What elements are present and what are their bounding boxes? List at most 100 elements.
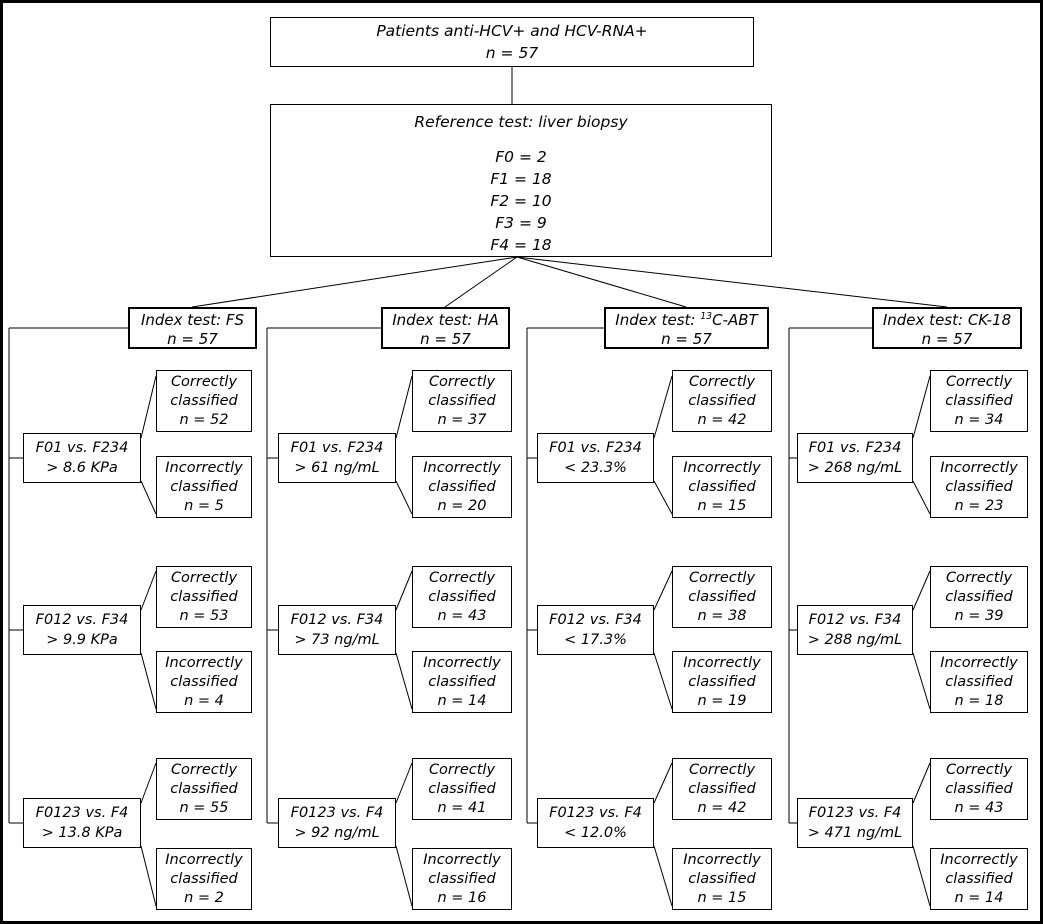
threshold-label: > 61 ng/mL — [294, 460, 380, 476]
correct-count: n = 43 — [437, 607, 487, 624]
stage-f3: F3 = 9 — [495, 214, 547, 232]
correct-count: n = 34 — [954, 411, 1004, 428]
comparison-box-fs-row1: F01 vs. F234 > 8.6 KPa — [23, 433, 141, 483]
threshold-label: > 288 ng/mL — [807, 632, 903, 648]
correct-count: n = 55 — [179, 799, 229, 816]
comparison-label: F012 vs. F34 — [549, 612, 642, 628]
comparison-label: F0123 vs. F4 — [35, 805, 129, 821]
threshold-label: < 17.3% — [564, 632, 627, 648]
correct-count: n = 41 — [437, 799, 487, 816]
correct-count: n = 42 — [697, 411, 747, 428]
stage-f1: F1 = 18 — [490, 170, 552, 188]
incorrect-count: n = 15 — [697, 889, 747, 906]
correct-count: n = 52 — [179, 411, 229, 428]
incorrect-count: n = 19 — [697, 692, 747, 709]
incorrect-count: n = 23 — [954, 497, 1004, 514]
correct-count: n = 43 — [954, 799, 1004, 816]
incorrect-count: n = 14 — [437, 692, 487, 709]
stage-f2: F2 = 10 — [490, 192, 552, 210]
index-test-box-fs: Index test: FS n = 57 — [128, 307, 257, 349]
index-test-box-13c-abt: Index test: 13C-ABT n = 57 — [604, 307, 769, 349]
comparison-label: F01 vs. F234 — [549, 440, 642, 456]
incorrect-count: n = 4 — [184, 692, 224, 709]
threshold-label: > 471 ng/mL — [807, 825, 903, 841]
correct-count: n = 37 — [437, 411, 487, 428]
correct-count: n = 39 — [954, 607, 1004, 624]
comparison-box-ck18-row2: F012 vs. F34 > 288 ng/mL — [797, 605, 913, 655]
index-test-label: Index test: 13C-ABT — [615, 311, 758, 329]
incorrect-count: n = 5 — [184, 497, 224, 514]
correct-count: n = 42 — [697, 799, 747, 816]
index-test-n: n = 57 — [661, 330, 712, 348]
comparison-box-ck18-row3: F0123 vs. F4 > 471 ng/mL — [797, 798, 913, 848]
comparison-label: F0123 vs. F4 — [808, 805, 902, 821]
comparison-label: F01 vs. F234 — [290, 440, 384, 456]
patients-line1: Patients anti-HCV+ and HCV-RNA+ — [376, 22, 648, 40]
index-test-label: Index test: CK-18 — [882, 311, 1012, 329]
index-test-box-ck-18: Index test: CK-18 n = 57 — [872, 307, 1022, 349]
comparison-box-ha-row3: F0123 vs. F4 > 92 ng/mL — [278, 798, 396, 848]
comparison-label: F01 vs. F234 — [35, 440, 129, 456]
threshold-label: > 9.9 KPa — [46, 632, 118, 648]
incorrect-count: n = 2 — [184, 889, 224, 906]
comparison-label: F01 vs. F234 — [808, 440, 902, 456]
correct-count: n = 53 — [179, 607, 229, 624]
threshold-label: > 92 ng/mL — [294, 825, 380, 841]
index-test-label: Index test: HA — [392, 311, 499, 329]
index-test-n: n = 57 — [420, 330, 471, 348]
index-test-n: n = 57 — [167, 330, 218, 348]
comparison-box-fs-row2: F012 vs. F34 > 9.9 KPa — [23, 605, 141, 655]
stage-f0: F0 = 2 — [495, 148, 547, 166]
stage-f4: F4 = 18 — [490, 236, 552, 254]
comparison-label: F0123 vs. F4 — [549, 805, 642, 821]
reference-test-box: Reference test: liver biopsy F0 = 2 F1 =… — [270, 104, 772, 257]
threshold-label: > 73 ng/mL — [294, 632, 380, 648]
threshold-label: > 13.8 KPa — [41, 825, 123, 841]
incorrect-count: n = 18 — [954, 692, 1004, 709]
comparison-box-abt-row1: F01 vs. F234 < 23.3% — [537, 433, 654, 483]
reference-title: Reference test: liver biopsy — [414, 113, 628, 131]
incorrect-count: n = 20 — [437, 497, 487, 514]
comparison-box-ha-row2: F012 vs. F34 > 73 ng/mL — [278, 605, 396, 655]
threshold-label: > 8.6 KPa — [46, 460, 118, 476]
comparison-box-fs-row3: F0123 vs. F4 > 13.8 KPa — [23, 798, 141, 848]
index-test-box-ha: Index test: HA n = 57 — [381, 307, 510, 349]
incorrect-count: n = 14 — [954, 889, 1004, 906]
comparison-label: F0123 vs. F4 — [290, 805, 384, 821]
patients-n: n = 57 — [485, 44, 539, 62]
comparison-box-abt-row3: F0123 vs. F4 < 12.0% — [537, 798, 654, 848]
incorrect-count: n = 16 — [437, 889, 487, 906]
index-test-label: Index test: FS — [140, 311, 245, 329]
comparison-box-abt-row2: F012 vs. F34 < 17.3% — [537, 605, 654, 655]
correct-count: n = 38 — [697, 607, 747, 624]
threshold-label: < 23.3% — [564, 460, 627, 476]
comparison-box-ha-row1: F01 vs. F234 > 61 ng/mL — [278, 433, 396, 483]
incorrect-count: n = 15 — [697, 497, 747, 514]
threshold-label: > 268 ng/mL — [807, 460, 903, 476]
comparison-label: F012 vs. F34 — [290, 612, 384, 628]
